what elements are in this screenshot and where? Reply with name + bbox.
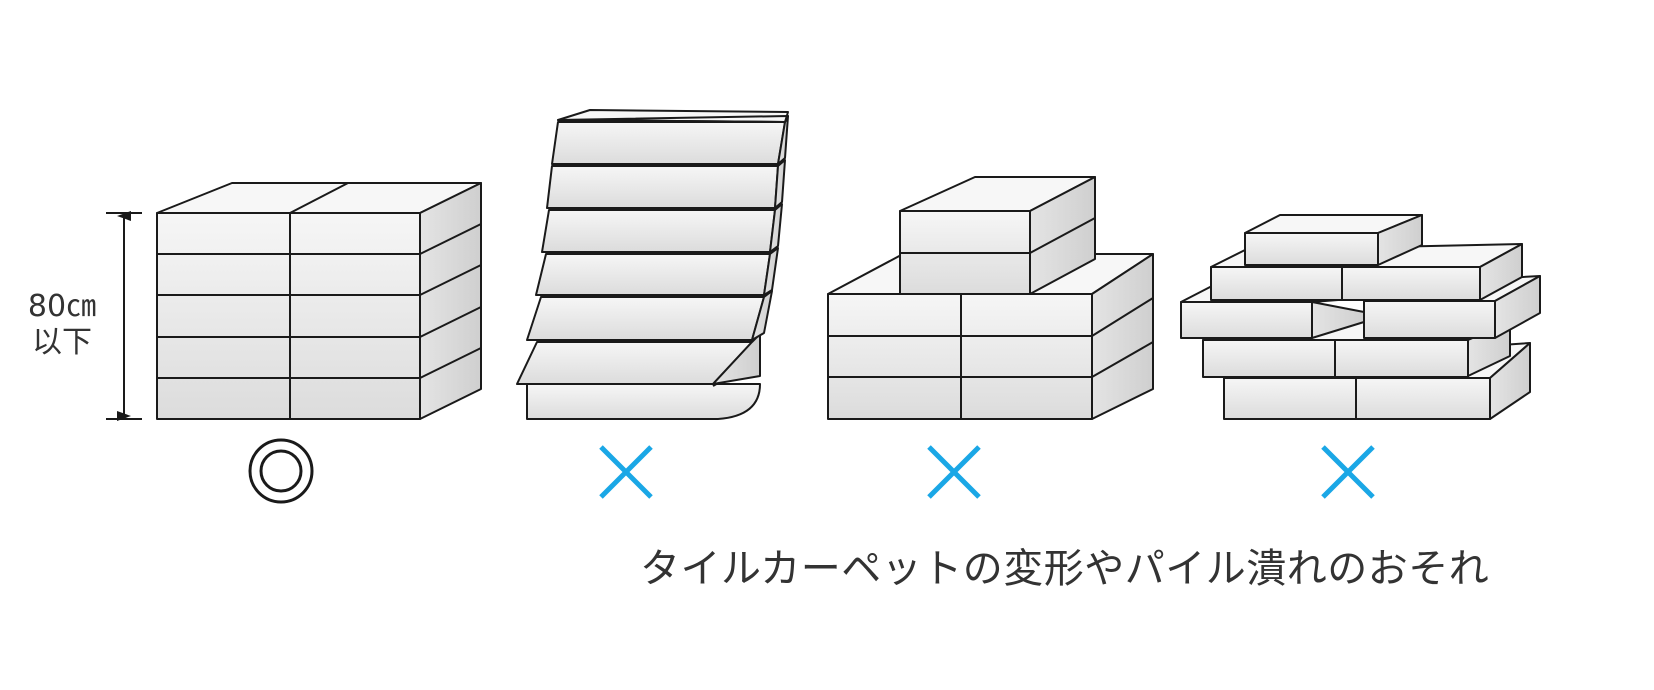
height-value-label: 80㎝ [27,289,97,324]
double-circle-icon [248,438,314,504]
cross-icon [927,445,981,499]
stack-leaning [516,109,789,420]
stack-uneven [827,176,1154,420]
stack-correct [156,182,482,420]
height-qualifier-label: 以下 [32,325,92,360]
cross-icon [599,445,653,499]
warning-caption: タイルカーペットの変形やパイル潰れのおそれ [640,546,1490,592]
stack-disordered [1180,214,1541,420]
cross-icon [1321,445,1375,499]
dimension-arrow [106,211,142,421]
